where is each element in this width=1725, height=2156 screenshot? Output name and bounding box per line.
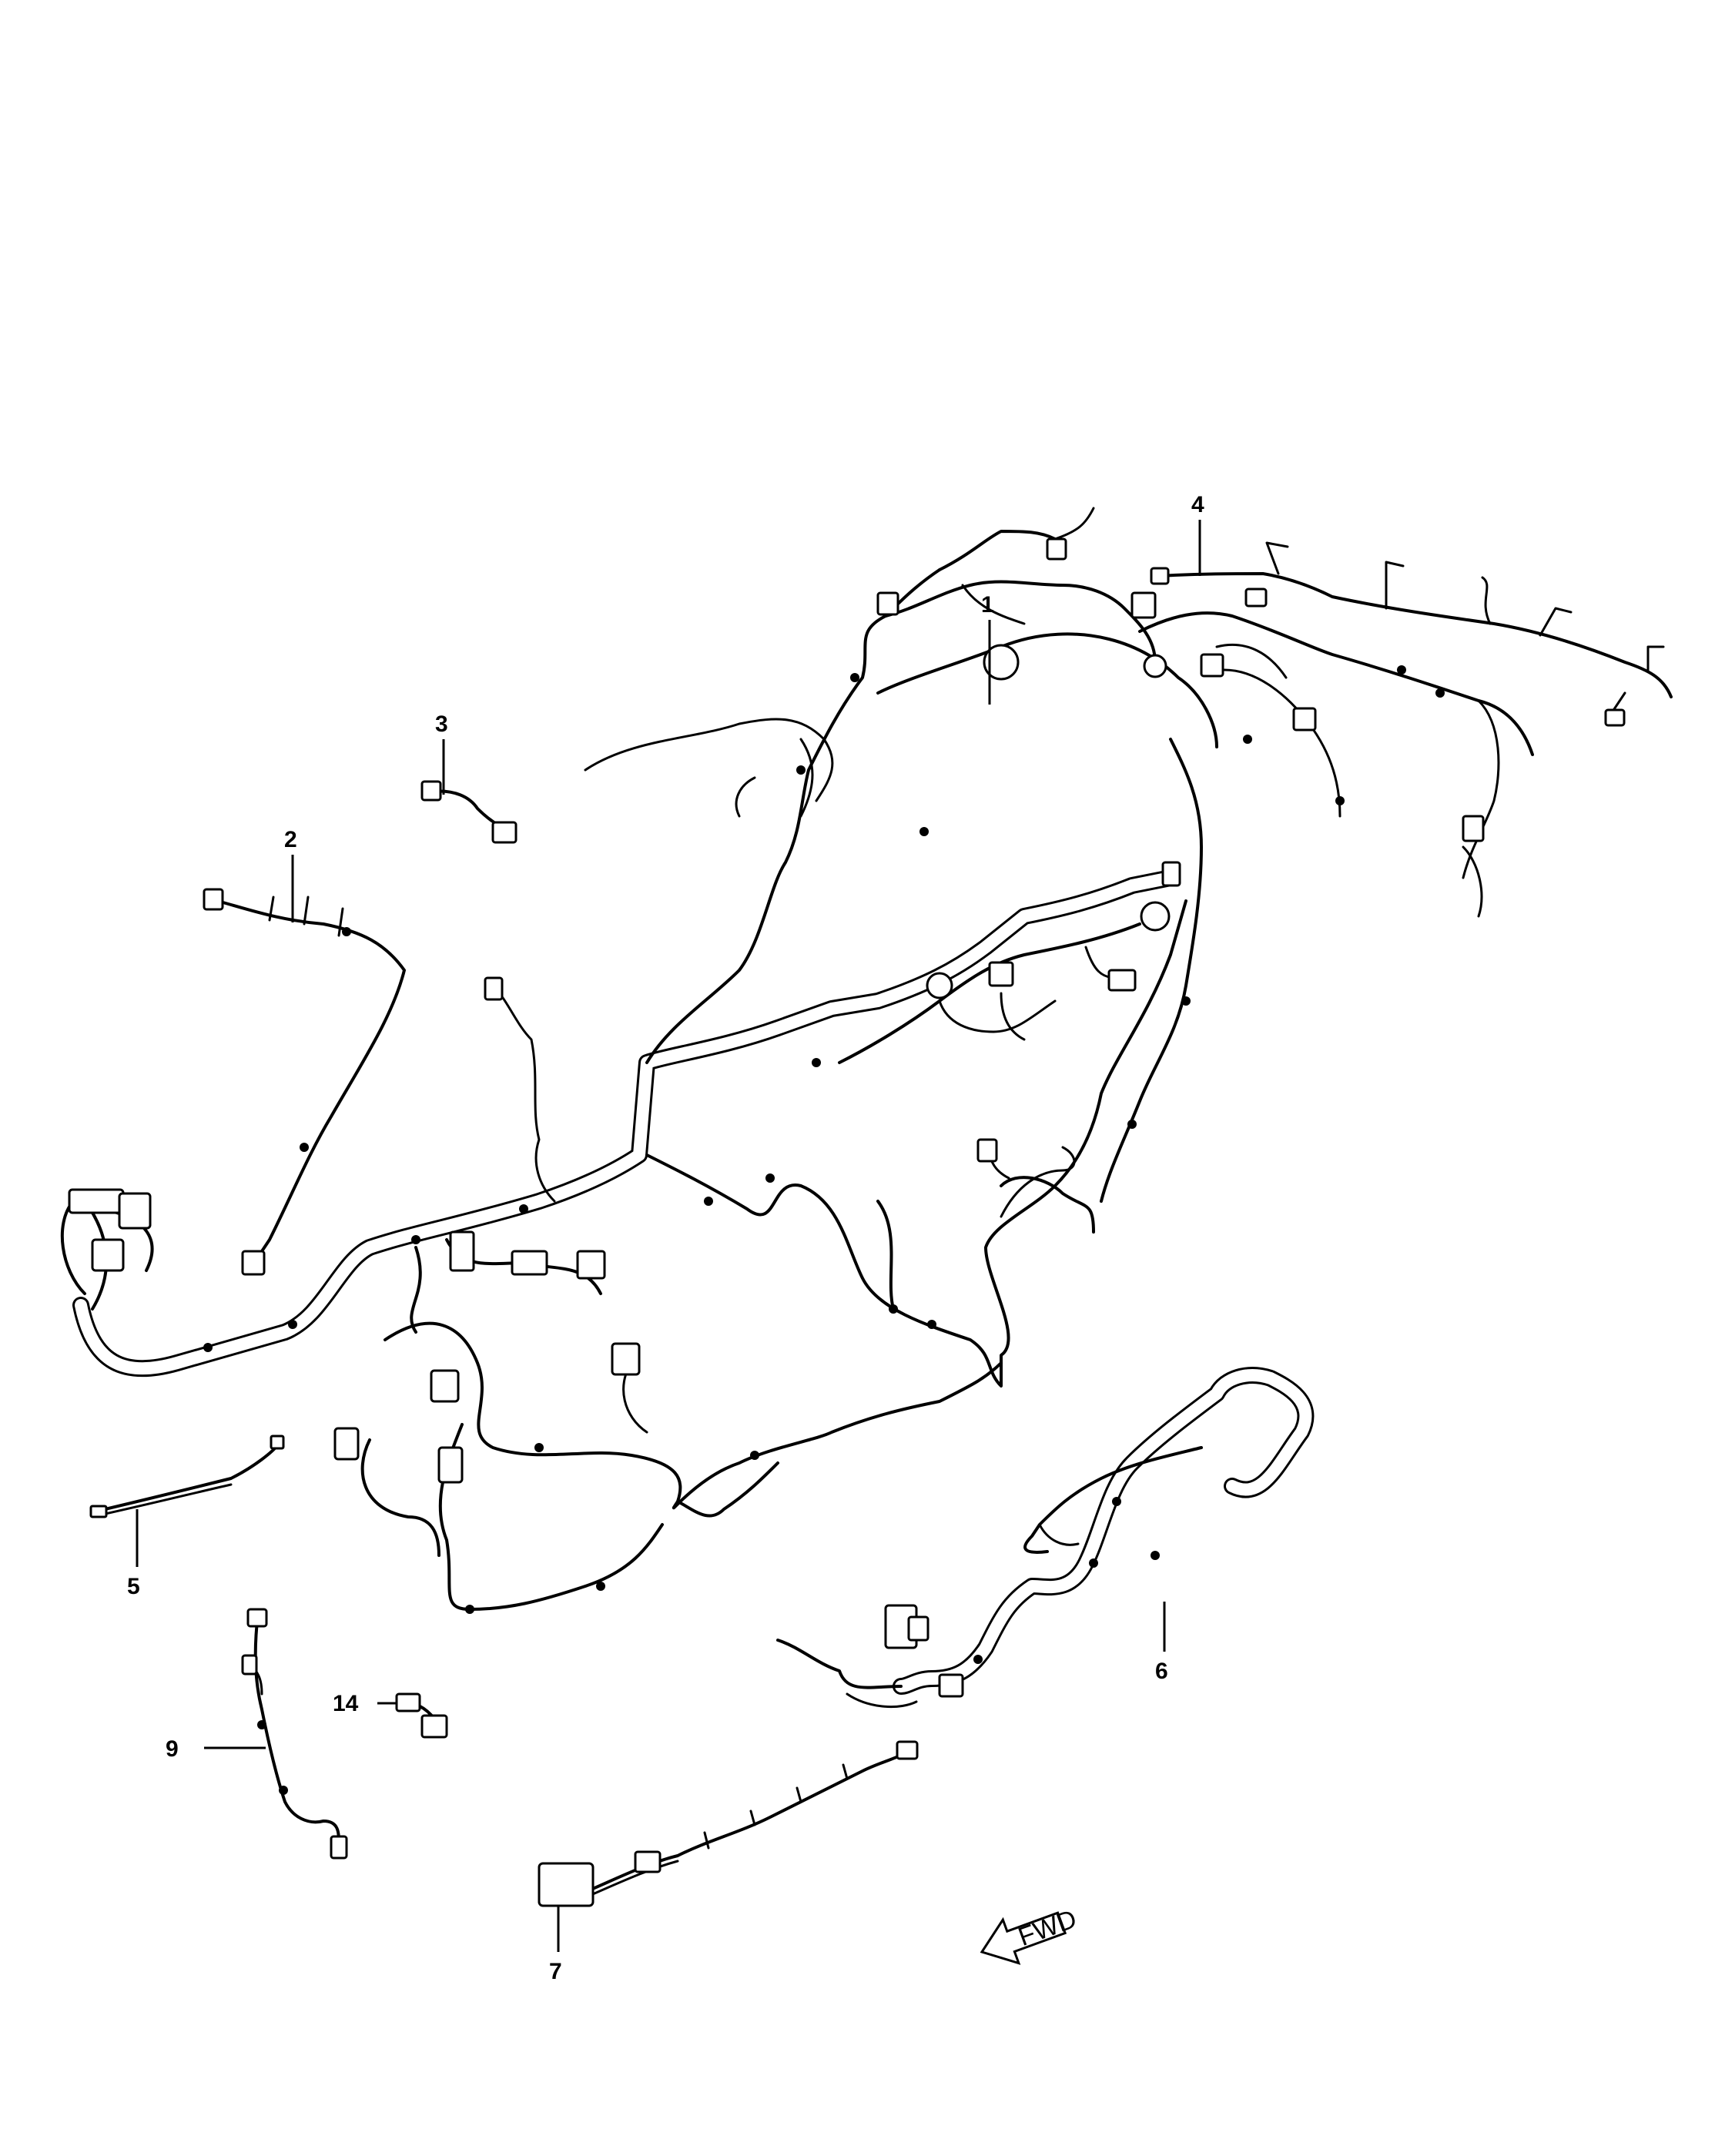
part-7-jumper-harness[interactable] (538, 1740, 919, 1907)
fwd-label: FWD (1014, 1904, 1080, 1952)
part-4-rear-fascia-harness[interactable] (1150, 541, 1673, 727)
callout-6: 6 (1155, 1659, 1168, 1684)
part-9-sensor-harness[interactable] (241, 1608, 348, 1860)
callout-1: 1 (981, 592, 994, 618)
callout-5: 5 (127, 1574, 140, 1599)
forward-direction-arrow: FWD (980, 1904, 1080, 1965)
callout-2: 2 (284, 827, 297, 852)
callout-3: 3 (435, 711, 448, 737)
callout-14: 14 (333, 1691, 359, 1716)
part-1-main-body-harness[interactable] (60, 507, 1534, 1614)
callout-9: 9 (166, 1736, 179, 1762)
leader-lines (136, 520, 1201, 1952)
part-14-connector[interactable] (395, 1692, 448, 1739)
callout-7: 7 (549, 1959, 562, 1984)
part-2-roof-harness[interactable] (203, 888, 406, 1276)
callout-4: 4 (1191, 492, 1204, 517)
arrow-shape (980, 1911, 1067, 1965)
part-3-jumper-harness[interactable] (420, 780, 518, 844)
part-5-jumper-wire[interactable] (89, 1435, 285, 1518)
part-6-door-harness[interactable] (776, 1367, 1315, 1709)
callout-labels: 1 2 3 4 5 6 7 9 14 (127, 492, 1204, 1984)
